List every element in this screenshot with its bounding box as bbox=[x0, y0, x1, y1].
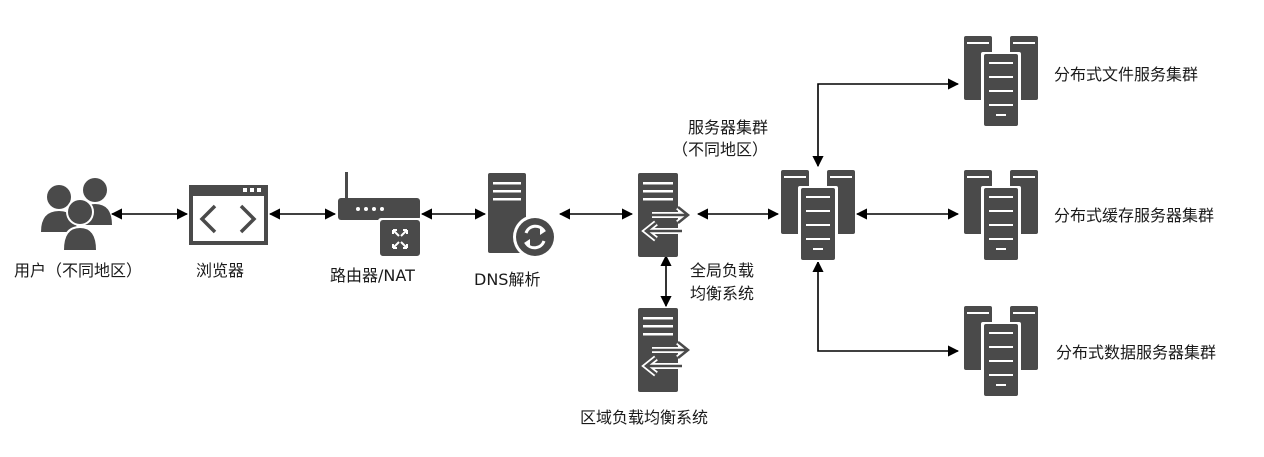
router-icon bbox=[338, 172, 422, 258]
node-dns: DNS解析 bbox=[474, 173, 557, 289]
browser-label: 浏览器 bbox=[196, 261, 244, 280]
file-cluster-label: 分布式文件服务集群 bbox=[1054, 65, 1198, 84]
node-global-lb: 全局负载 均衡系统 bbox=[638, 173, 754, 303]
server-cluster-icon bbox=[964, 170, 1038, 262]
edge-cluster-file bbox=[812, 78, 960, 168]
server-refresh-icon bbox=[488, 173, 557, 259]
server-arrows-icon bbox=[638, 173, 688, 257]
edge-cluster-data bbox=[812, 260, 960, 357]
server-cluster-icon bbox=[964, 306, 1038, 398]
data-cluster-label: 分布式数据服务器集群 bbox=[1056, 343, 1216, 362]
global-lb-label-line1: 全局负载 bbox=[690, 261, 754, 280]
router-label: 路由器/NAT bbox=[330, 266, 415, 285]
node-file-cluster: 分布式文件服务集群 bbox=[964, 36, 1198, 128]
node-router: 路由器/NAT bbox=[330, 172, 422, 285]
regional-lb-label: 区域负载均衡系统 bbox=[580, 408, 708, 427]
node-cache-cluster: 分布式缓存服务器集群 bbox=[964, 170, 1214, 262]
users-icon bbox=[41, 178, 112, 250]
node-user: 用户（不同地区） bbox=[14, 178, 142, 280]
server-arrows-icon bbox=[638, 308, 688, 392]
cache-cluster-label: 分布式缓存服务器集群 bbox=[1054, 206, 1214, 225]
server-cluster-label-line1: 服务器集群 bbox=[688, 118, 768, 137]
user-label: 用户（不同地区） bbox=[14, 261, 142, 280]
node-data-cluster: 分布式数据服务器集群 bbox=[964, 306, 1216, 398]
node-browser: 浏览器 bbox=[189, 185, 268, 280]
server-cluster-icon bbox=[964, 36, 1038, 128]
node-regional-lb: 区域负载均衡系统 bbox=[580, 308, 708, 427]
server-cluster-label-line2: （不同地区） bbox=[672, 140, 768, 159]
server-cluster-icon bbox=[781, 170, 855, 262]
dns-label: DNS解析 bbox=[474, 270, 540, 289]
node-server-cluster: 服务器集群 （不同地区） bbox=[672, 118, 855, 262]
edges bbox=[110, 78, 960, 357]
browser-window-icon bbox=[189, 185, 268, 245]
global-lb-label-line2: 均衡系统 bbox=[690, 284, 754, 303]
